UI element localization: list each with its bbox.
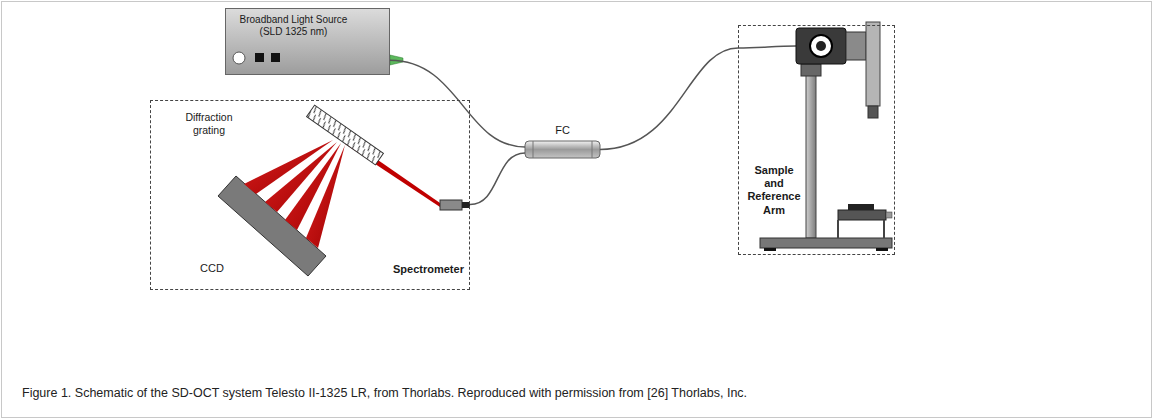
node-text: FC — [525, 124, 600, 137]
sample-stage — [838, 210, 886, 220]
oct-probe-stand — [738, 22, 892, 251]
device-button — [255, 53, 264, 62]
node-text: Sample and Reference Arm — [745, 164, 803, 217]
scanner-mirror — [816, 41, 826, 51]
figure-caption: Figure 1. Schematic of the SD-OCT system… — [22, 386, 1132, 401]
coupler-ring — [533, 141, 534, 158]
fiber-connector — [440, 200, 462, 210]
part-label: Diffraction grating — [176, 111, 242, 136]
sample — [848, 204, 874, 210]
fiber-coupler-node: FC — [525, 141, 600, 158]
stand-foot — [764, 248, 776, 251]
coupler-body — [525, 141, 600, 158]
stage-leg — [883, 220, 885, 238]
scanner-window — [810, 35, 832, 57]
stand-foot — [876, 248, 888, 251]
scanner-side — [846, 32, 866, 60]
fiber-coupler — [525, 141, 600, 158]
post-clamp — [801, 64, 821, 76]
optical-fiber — [600, 48, 738, 150]
fiber — [738, 46, 796, 48]
sample-arm-box: Sample and Reference Arm — [738, 25, 895, 255]
scanner-head — [796, 28, 846, 64]
fiber-connector-tip — [462, 202, 470, 208]
stand-post — [806, 64, 816, 238]
light-source-box: Broadband Light Source (SLD 1325 nm) — [225, 8, 390, 75]
objective-tube — [866, 22, 880, 106]
light-beam — [306, 145, 345, 248]
power-knob — [233, 52, 245, 64]
stage-leg — [837, 220, 839, 238]
stage-knob — [886, 212, 892, 218]
device-body — [225, 8, 390, 75]
coupler-ring — [592, 141, 593, 158]
light-source-device — [225, 8, 403, 75]
objective-lens — [868, 106, 878, 118]
optical-fiber — [390, 60, 525, 147]
node-text: Broadband Light Source (SLD 1325 nm) — [231, 14, 356, 38]
grating-strip — [307, 105, 384, 165]
part-label: CCD — [200, 262, 240, 275]
stand-base — [760, 238, 892, 248]
device-button — [271, 53, 280, 62]
spectrometer-optics — [218, 105, 470, 276]
diffraction-grating — [307, 105, 384, 165]
optical-fiber — [470, 153, 525, 205]
node-text: Spectrometer — [393, 263, 469, 276]
